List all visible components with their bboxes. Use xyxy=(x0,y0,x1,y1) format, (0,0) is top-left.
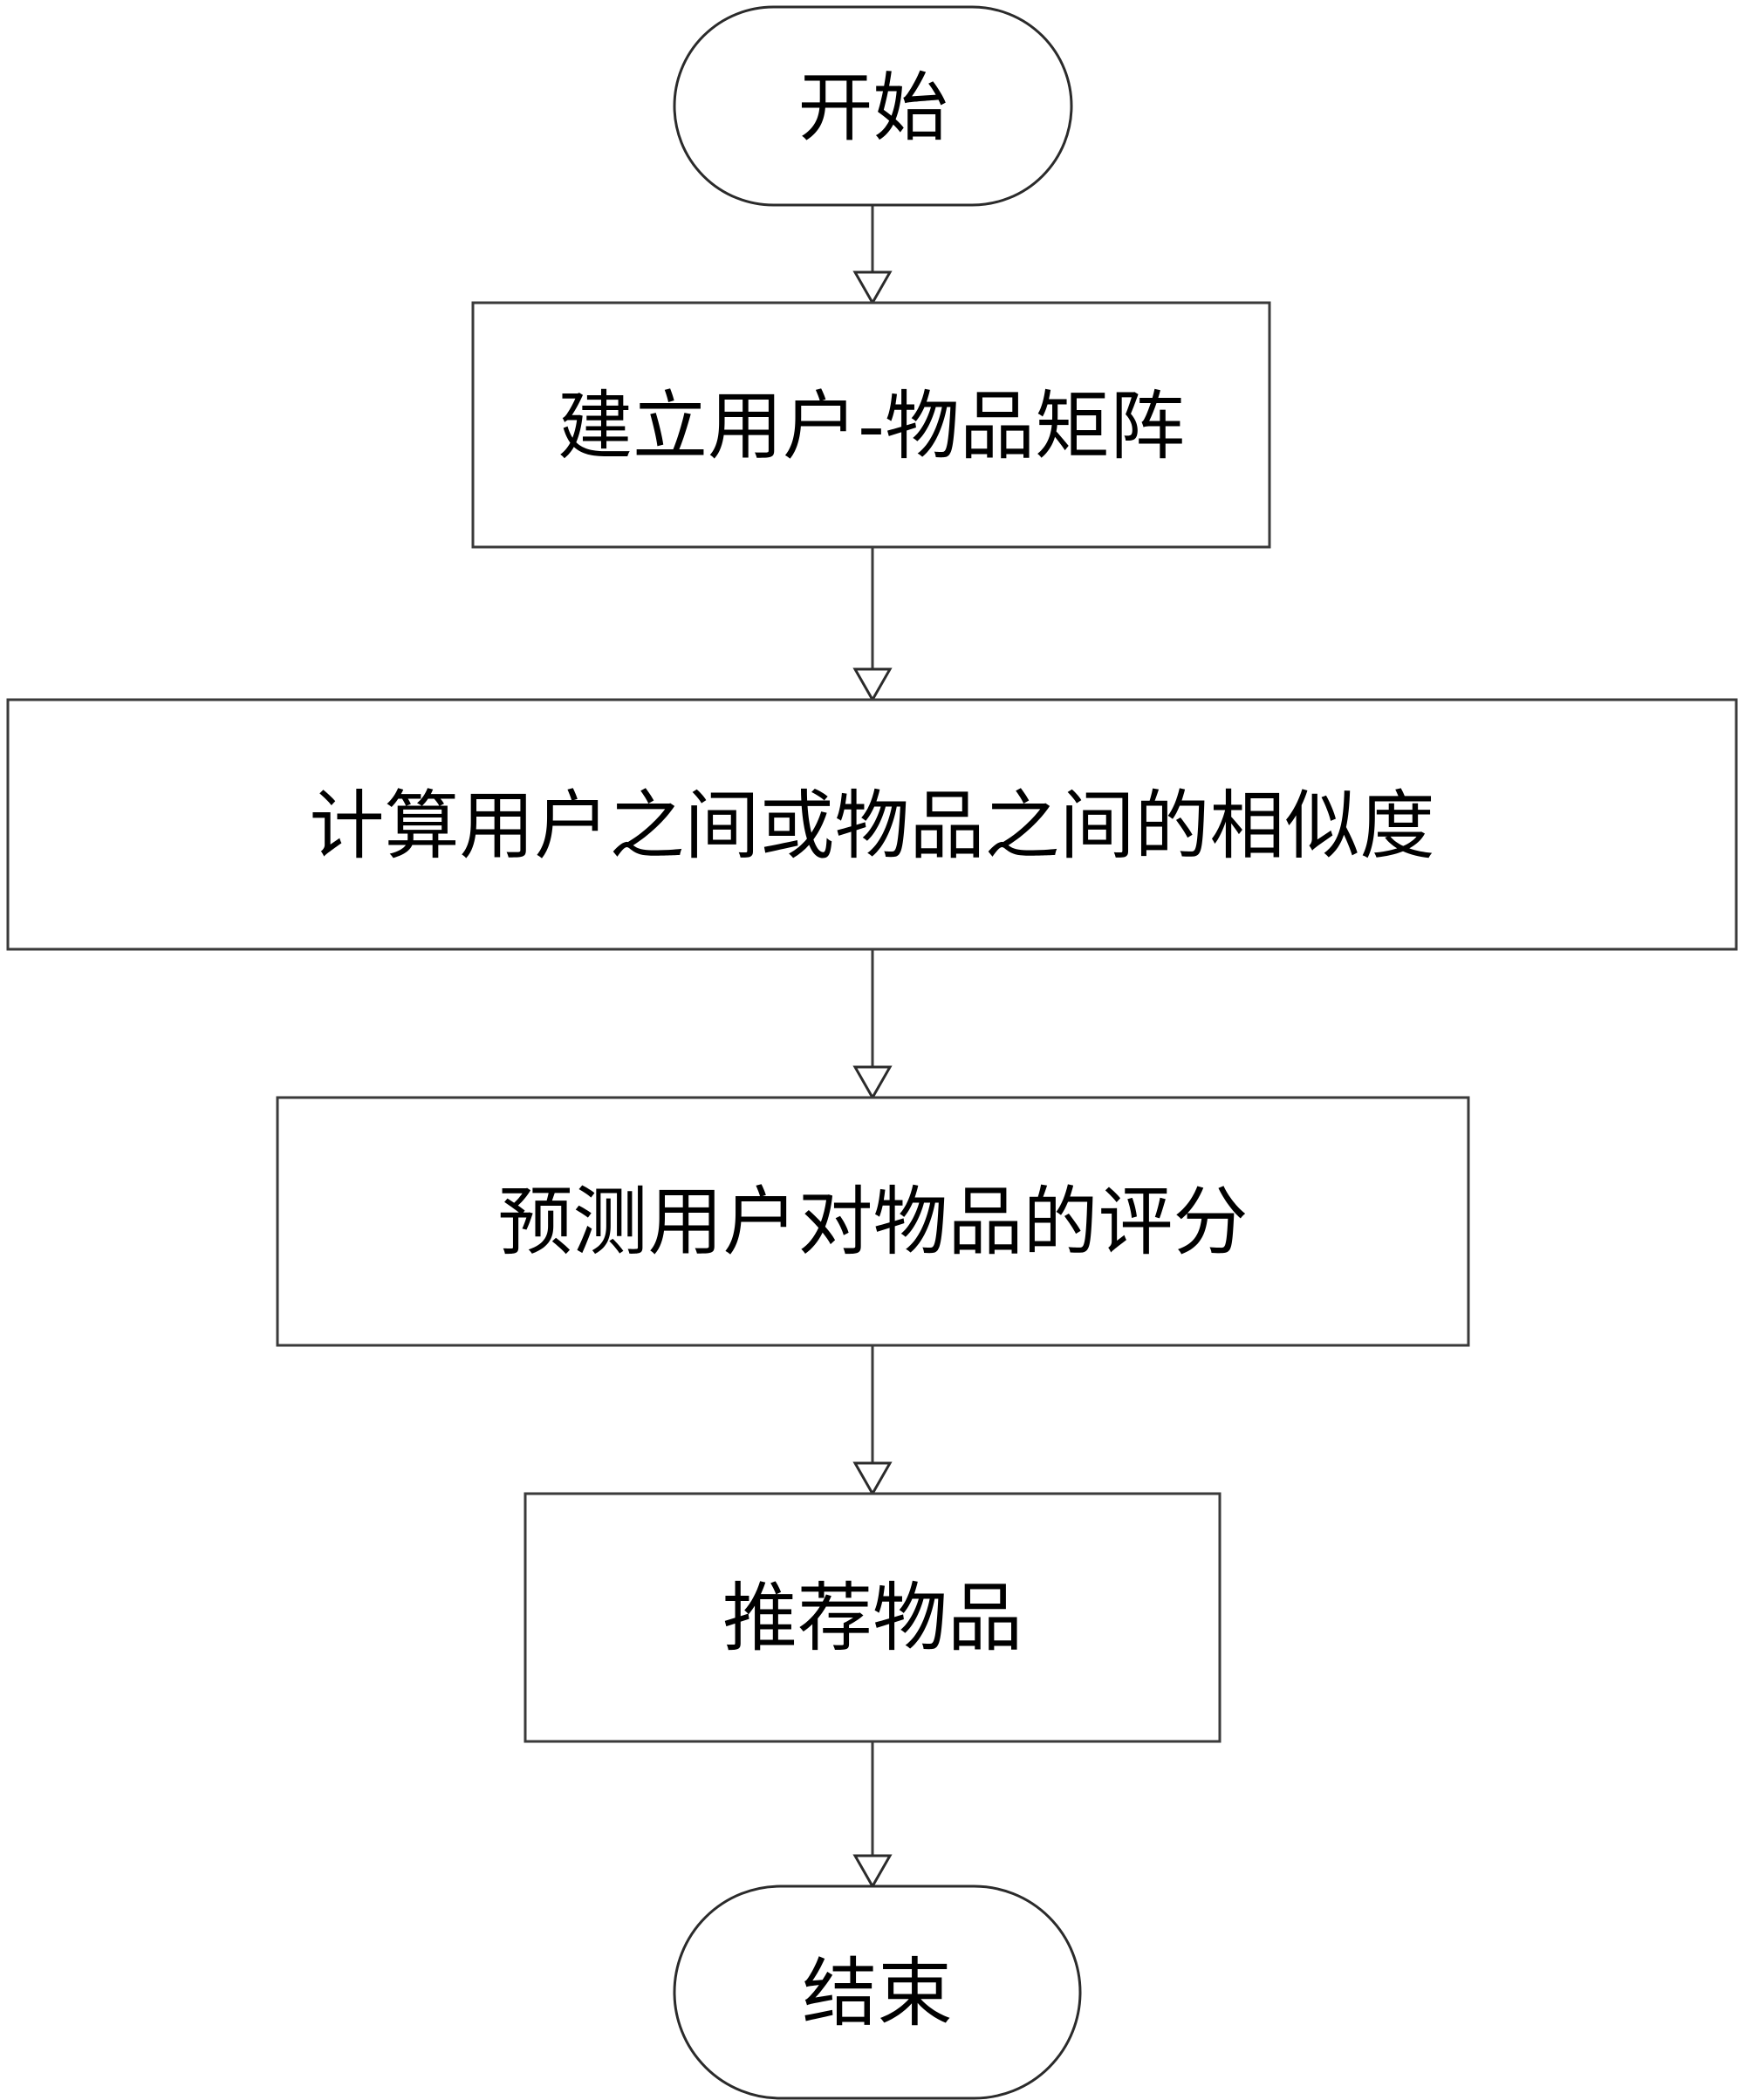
node-build-matrix[interactable]: 建立用户-物品矩阵 xyxy=(471,301,1271,549)
arrowhead-icon xyxy=(852,270,893,306)
node-predict-rating[interactable]: 预测用户对物品的评分 xyxy=(276,1096,1470,1347)
node-start[interactable]: 开始 xyxy=(673,5,1073,207)
edge-compute-similarity-to-predict-rating xyxy=(852,949,893,1101)
node-recommend-items-shape[interactable] xyxy=(524,1492,1222,1743)
node-start-label: 开始 xyxy=(798,65,948,152)
edge-start-to-build-matrix xyxy=(852,205,893,306)
node-recommend-items[interactable]: 推荐物品 xyxy=(524,1492,1222,1743)
node-compute-similarity-shape[interactable] xyxy=(6,698,1738,951)
node-predict-rating-label: 预测用户对物品的评分 xyxy=(498,1179,1249,1266)
arrowhead-icon xyxy=(852,1461,893,1497)
arrowhead-icon xyxy=(852,667,893,703)
arrowhead-icon xyxy=(852,1065,893,1101)
node-build-matrix-shape[interactable] xyxy=(471,301,1271,549)
arrowhead-icon xyxy=(852,1854,893,1890)
node-end[interactable]: 结束 xyxy=(673,1885,1082,2100)
node-compute-similarity-label: 计算用户之间或物品之间的相似度 xyxy=(310,783,1435,870)
node-end-shape[interactable] xyxy=(673,1885,1082,2100)
node-start-shape[interactable] xyxy=(673,5,1073,207)
node-compute-similarity[interactable]: 计算用户之间或物品之间的相似度 xyxy=(6,698,1738,951)
edge-build-matrix-to-compute-similarity xyxy=(852,547,893,703)
edge-predict-rating-to-recommend-items xyxy=(852,1345,893,1497)
edge-recommend-items-to-end xyxy=(852,1741,893,1890)
node-build-matrix-label: 建立用户-物品矩阵 xyxy=(558,383,1185,470)
node-end-label: 结束 xyxy=(803,1950,953,2037)
node-recommend-items-label: 推荐物品 xyxy=(722,1575,1023,1662)
node-predict-rating-shape[interactable] xyxy=(276,1096,1470,1347)
